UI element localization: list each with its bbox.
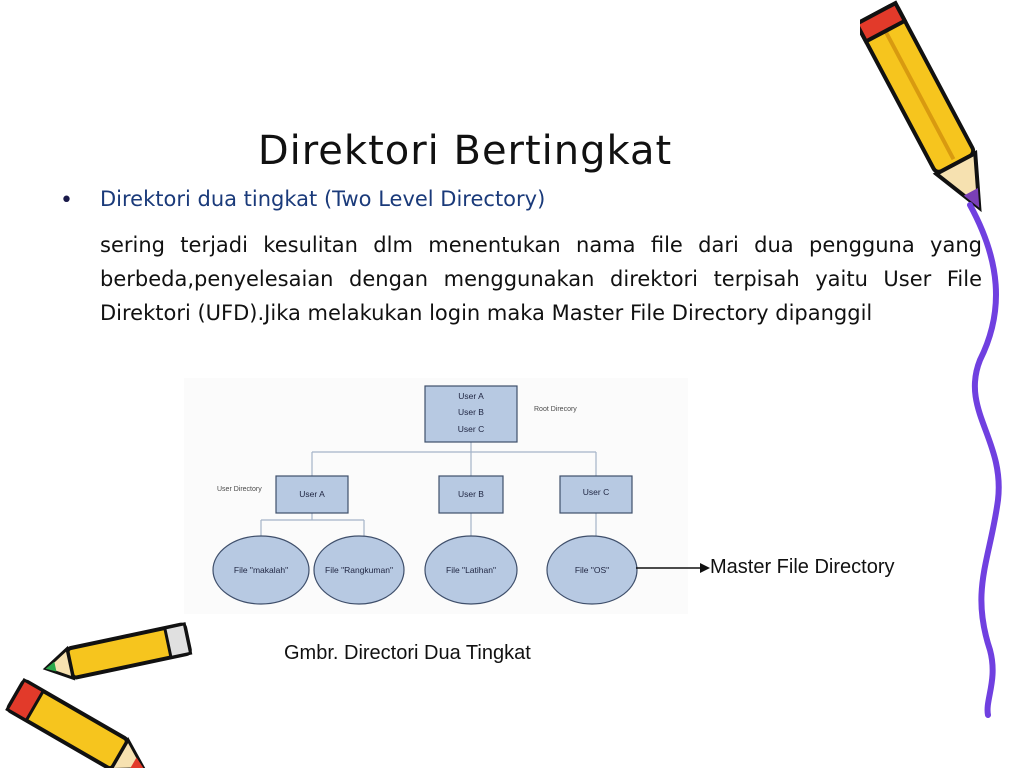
arrow-icon (636, 563, 710, 573)
root-line-1: User A (458, 391, 484, 401)
root-line-3: User C (458, 424, 484, 434)
bullet-heading: Direktori dua tingkat (Two Level Directo… (100, 187, 546, 211)
two-level-directory-diagram: User A User B User C Root Direcory User … (184, 378, 688, 614)
connector-lines (260, 442, 597, 536)
pencil-line-decoration (967, 202, 1002, 718)
root-directory-node (424, 385, 518, 443)
slide-title: Direktori Bertingkat (257, 128, 673, 174)
bullet-marker: • (60, 188, 73, 213)
root-line-2: User B (458, 407, 484, 417)
file-node-latihan-label: File "Latihan" (446, 565, 496, 575)
file-node-makalah-label: File "makalah" (234, 565, 288, 575)
user-node-a-label: User A (299, 489, 325, 499)
file-node-rangkuman-label: File "Rangkuman" (325, 565, 393, 575)
user-node-b (438, 475, 504, 514)
user-node-c (559, 475, 633, 514)
body-paragraph: sering terjadi kesulitan dlm menentukan … (100, 233, 982, 325)
master-file-directory-label: Master File Directory (710, 556, 895, 578)
user-directory-label: User Directory (217, 486, 262, 493)
user-node-c-label: User C (583, 487, 609, 497)
root-directory-label: Root Direcory (534, 406, 577, 413)
file-node-makalah (212, 535, 310, 605)
file-node-os-label: File "OS" (575, 565, 609, 575)
figure-caption: Gmbr. Directori Dua Tingkat (284, 642, 531, 664)
user-node-a (275, 475, 349, 514)
pencil-icon (860, 0, 982, 213)
user-node-b-label: User B (458, 489, 484, 499)
file-node-latihan (424, 535, 518, 605)
pencil-icon (5, 622, 193, 768)
file-node-os (546, 535, 638, 605)
file-node-rangkuman (313, 535, 405, 605)
